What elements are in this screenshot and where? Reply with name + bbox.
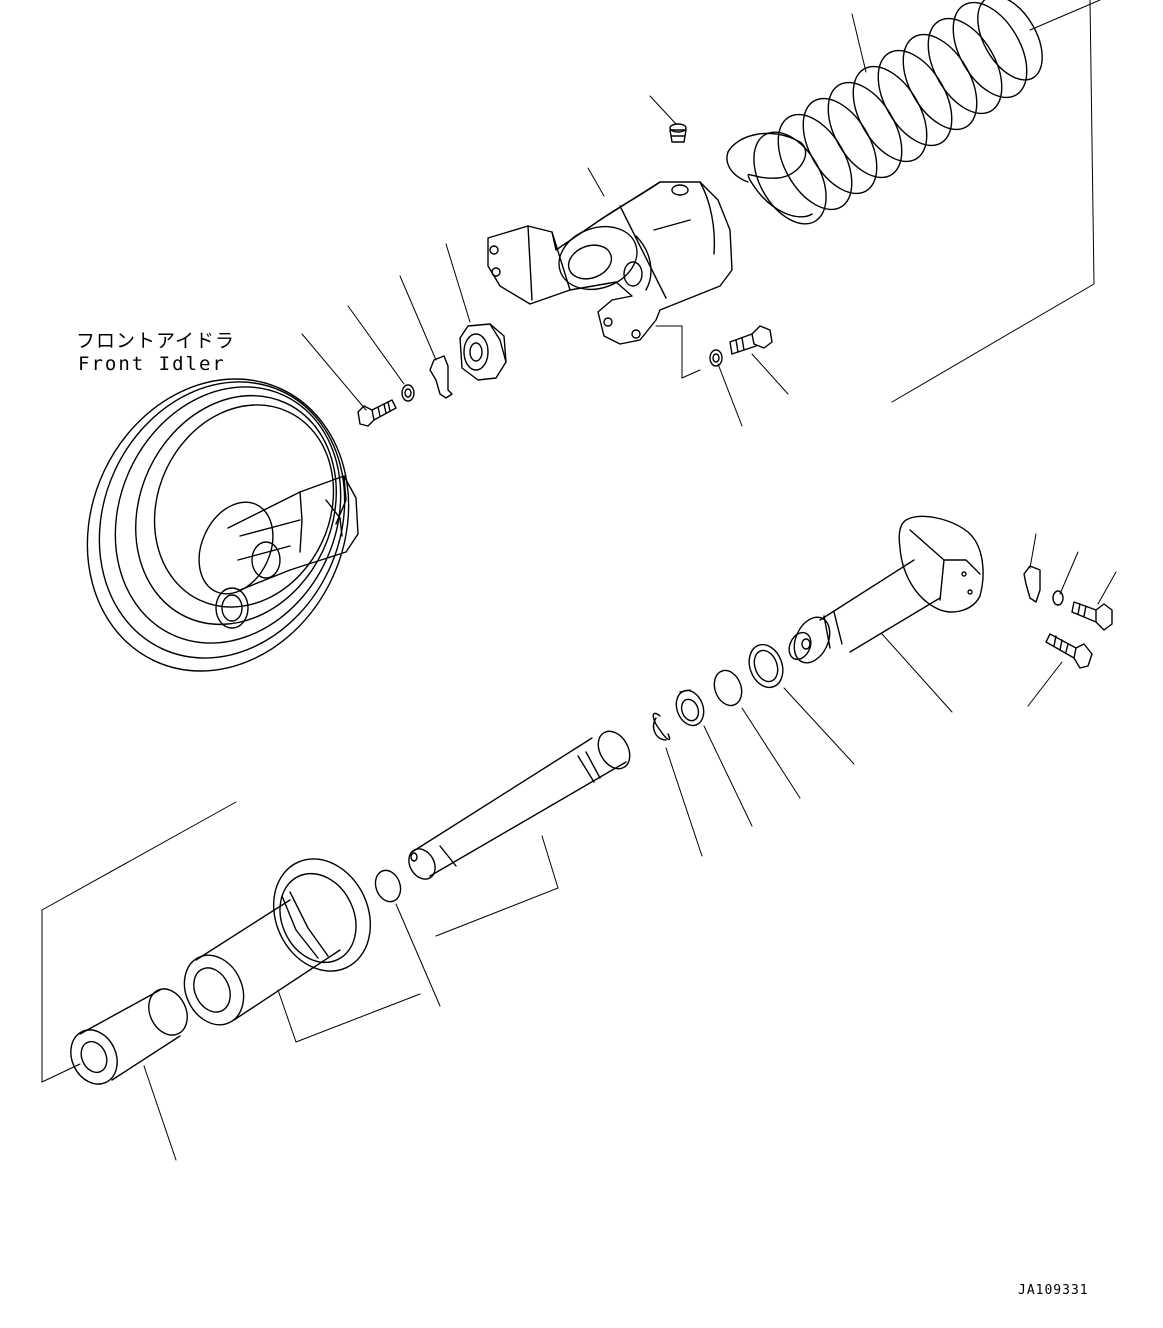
bushing-tube bbox=[70, 988, 188, 1085]
front-idler-label-en: Front Idler bbox=[78, 353, 226, 375]
o-ring-small bbox=[374, 869, 402, 903]
snap-ring bbox=[652, 712, 671, 741]
drawing-id-label: JA109331 bbox=[1018, 1283, 1089, 1298]
idler-pin bbox=[788, 515, 984, 664]
washer-top bbox=[401, 384, 415, 402]
recoil-spring bbox=[726, 0, 1043, 225]
lock-plate-top bbox=[429, 355, 453, 399]
seal-ring-large bbox=[748, 643, 784, 689]
shaft bbox=[408, 730, 631, 880]
idler-yoke bbox=[487, 181, 733, 345]
front-idler-wheel bbox=[86, 378, 359, 672]
lock-plate-right bbox=[1023, 565, 1041, 603]
grease-plug bbox=[669, 123, 687, 143]
bolt-top bbox=[357, 399, 397, 427]
front-idler-label-jp: フロントアイドラ bbox=[76, 330, 236, 352]
bolt-yoke bbox=[729, 325, 773, 355]
grease-fitting bbox=[1045, 633, 1093, 669]
leader-lines bbox=[41, 0, 1117, 1161]
bolt-right bbox=[1071, 601, 1113, 631]
hex-nut bbox=[459, 323, 507, 381]
washer-yoke bbox=[709, 349, 723, 367]
bushing-ring bbox=[675, 689, 705, 727]
washer-right bbox=[1052, 590, 1064, 606]
o-ring bbox=[713, 669, 743, 707]
hub-housing bbox=[183, 858, 372, 1026]
